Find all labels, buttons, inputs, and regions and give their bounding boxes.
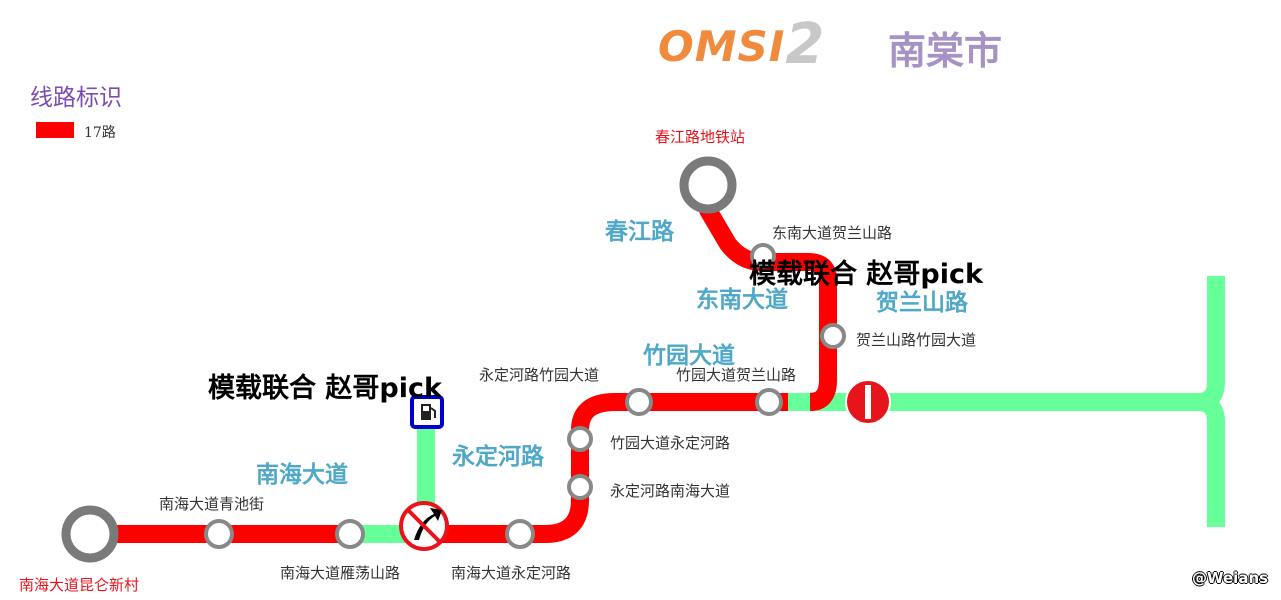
logo-text: OMSI bbox=[658, 22, 786, 71]
station-label-yongding-zhuyuan: 永定河路竹园大道 bbox=[479, 366, 600, 384]
road-label-yongding: 永定河路 bbox=[452, 444, 544, 470]
no-right-turn-icon bbox=[399, 501, 449, 551]
station-label-zhuyuan-yongding: 竹园大道永定河路 bbox=[610, 434, 731, 452]
station-helanshan-zhuyuan[interactable] bbox=[820, 323, 846, 349]
station-nanhai-yandangshan[interactable] bbox=[335, 519, 365, 549]
credit-label-left: 模载联合 赵哥pick bbox=[208, 373, 442, 404]
terminal-nanhai-kunlun[interactable] bbox=[61, 505, 119, 563]
station-label-zhuyuan-helanshan: 竹园大道贺兰山路 bbox=[676, 366, 797, 384]
station-yongding-zhuyuan[interactable] bbox=[625, 388, 653, 416]
road-label-zhuyuan: 竹园大道 bbox=[643, 343, 735, 369]
terminal-chunjiang-metro[interactable] bbox=[679, 156, 737, 214]
station-label-nanhai-yongding: 南海大道永定河路 bbox=[451, 564, 572, 582]
road-label-dongnan: 东南大道 bbox=[696, 287, 788, 313]
station-label-nanhai-qingchi: 南海大道青池街 bbox=[159, 495, 265, 513]
station-label-helanshan-zhuyuan: 贺兰山路竹园大道 bbox=[856, 331, 977, 349]
road-label-helanshan: 贺兰山路 bbox=[876, 290, 968, 316]
city-name: 南棠市 bbox=[888, 28, 1003, 73]
no-entry-icon bbox=[845, 379, 891, 425]
legend-swatch-17 bbox=[36, 122, 74, 138]
terminal-label-nanhai-kunlun: 南海大道昆仑新村 bbox=[19, 576, 140, 594]
station-label-dongnan-helanshan: 东南大道贺兰山路 bbox=[772, 224, 893, 242]
station-label-yongding-nanhai: 永定河路南海大道 bbox=[610, 482, 731, 500]
omsi-logo: OMSI2 bbox=[658, 12, 824, 77]
road-label-chunjiang: 春江路 bbox=[605, 219, 674, 245]
stations bbox=[204, 243, 846, 549]
station-zhuyuan-yongding[interactable] bbox=[567, 426, 593, 452]
connector-road-fork-south bbox=[1197, 393, 1225, 527]
logo-number: 2 bbox=[785, 12, 825, 77]
connector-road-fork-north bbox=[1197, 276, 1225, 411]
station-nanhai-qingchi[interactable] bbox=[204, 519, 234, 549]
fuel-station-icon bbox=[410, 395, 444, 429]
station-nanhai-yongding[interactable] bbox=[505, 519, 535, 549]
credit-label-top: 模载联合 赵哥pick bbox=[749, 259, 983, 290]
station-dongnan-helanshan[interactable] bbox=[750, 243, 776, 269]
legend-title: 线路标识 bbox=[30, 85, 122, 111]
terminal-label-chunjiang: 春江路地铁站 bbox=[655, 128, 746, 146]
author-watermark: @Weians bbox=[1192, 569, 1269, 587]
legend-label-17: 17路 bbox=[84, 125, 116, 141]
road-label-nanhai: 南海大道 bbox=[256, 462, 348, 488]
station-yongding-nanhai[interactable] bbox=[567, 474, 593, 500]
station-zhuyuan-helanshan[interactable] bbox=[755, 388, 783, 416]
station-label-nanhai-yandangshan: 南海大道雁荡山路 bbox=[280, 564, 401, 582]
